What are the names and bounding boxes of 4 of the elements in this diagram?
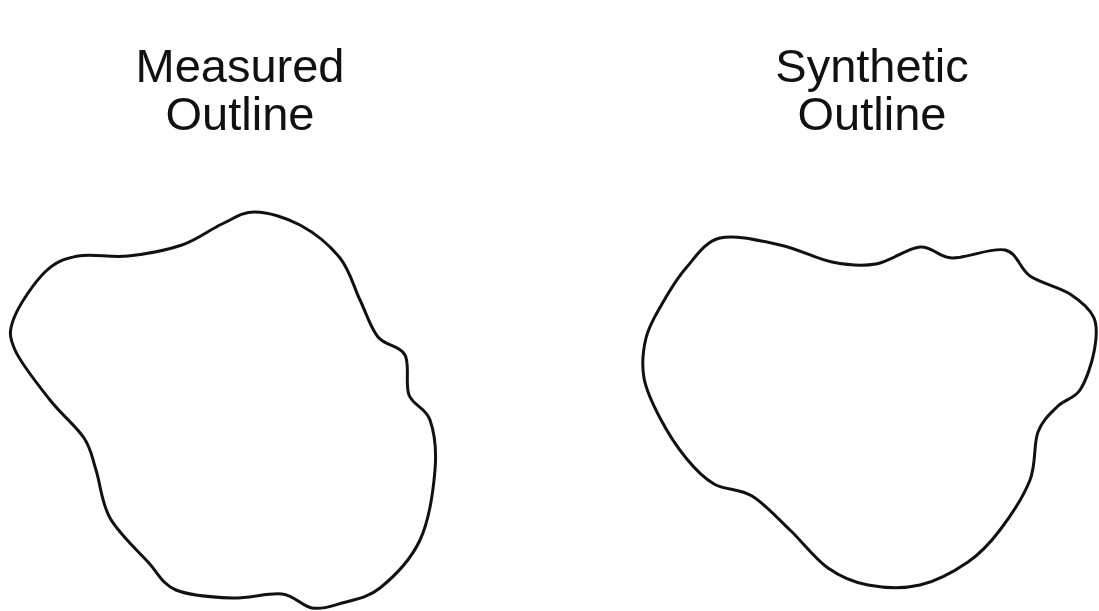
- outline-title: Measured Outline: [134, 42, 346, 138]
- outline-title: Synthetic Outline: [774, 42, 970, 138]
- irregular-outline: [641, 235, 1098, 589]
- irregular-outline: [8, 210, 438, 610]
